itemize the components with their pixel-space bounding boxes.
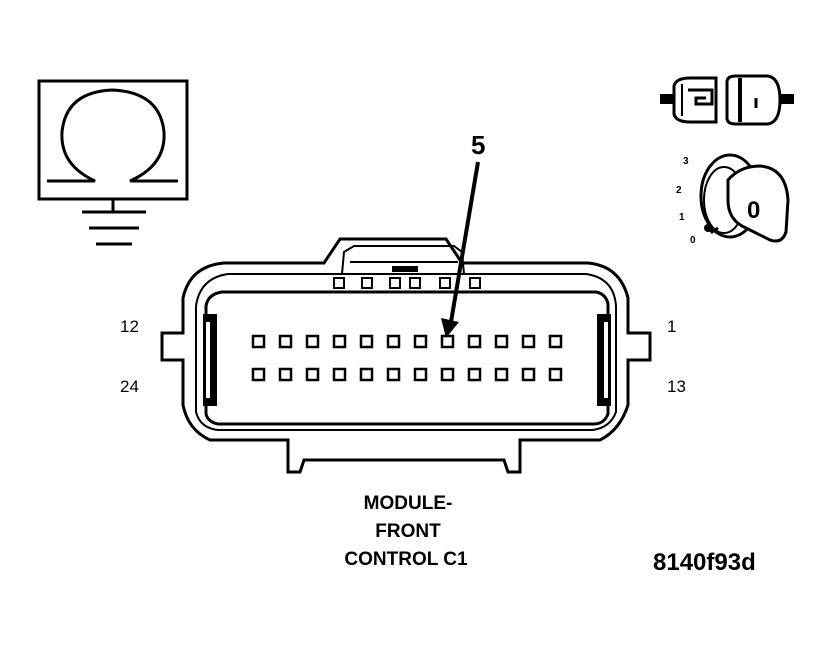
pin-cavity [278,334,293,349]
pin-cavity [494,334,509,349]
connector-body [160,237,652,474]
key-face-label: 0 [747,197,760,224]
key-position-3: 3 [683,156,689,167]
pin-cavity [467,334,482,349]
pin-cavity [413,334,428,349]
ignition-key-icon: 3 2 1 0 0 [676,153,790,246]
pin-cavities [251,334,563,382]
pin-cavity [251,367,266,382]
pin-cavity [305,334,320,349]
pin-cavity [521,334,536,349]
pin-cavity [521,367,536,382]
pin-cavity-5 [440,334,455,349]
caption-line-2: FRONT [375,521,441,542]
pin-cavity [467,367,482,382]
key-position-0: 0 [690,235,696,246]
pin-cavity [332,334,347,349]
pin-cavity [359,367,374,382]
key-position-1: 1 [679,212,685,223]
callout-arrow [441,161,480,338]
pin-cavity [413,367,428,382]
figure-id: 8140f93d [653,549,756,576]
pin-cavity [548,334,563,349]
pin-cavity [278,367,293,382]
caption-line-3: CONTROL C1 [344,549,468,570]
ohmmeter-ground-icon [37,79,189,246]
pin-cavity [251,334,266,349]
pin-cavity [548,367,563,382]
pin-label-top-right: 1 [667,317,676,336]
pin-cavity [494,367,509,382]
pin-cavity [440,367,455,382]
pin-cavity [386,367,401,382]
pin-label-top-left: 12 [120,317,139,336]
pin-cavity [332,367,347,382]
pin-label-bottom-right: 13 [667,377,686,396]
callout-label: 5 [471,130,485,160]
pin-label-bottom-left: 24 [120,377,139,396]
pin-cavity [305,367,320,382]
disconnected-connector-icon [660,74,794,126]
pin-cavity [386,334,401,349]
key-position-2: 2 [676,185,682,196]
caption-line-1: MODULE- [364,493,453,514]
pin-cavity [359,334,374,349]
